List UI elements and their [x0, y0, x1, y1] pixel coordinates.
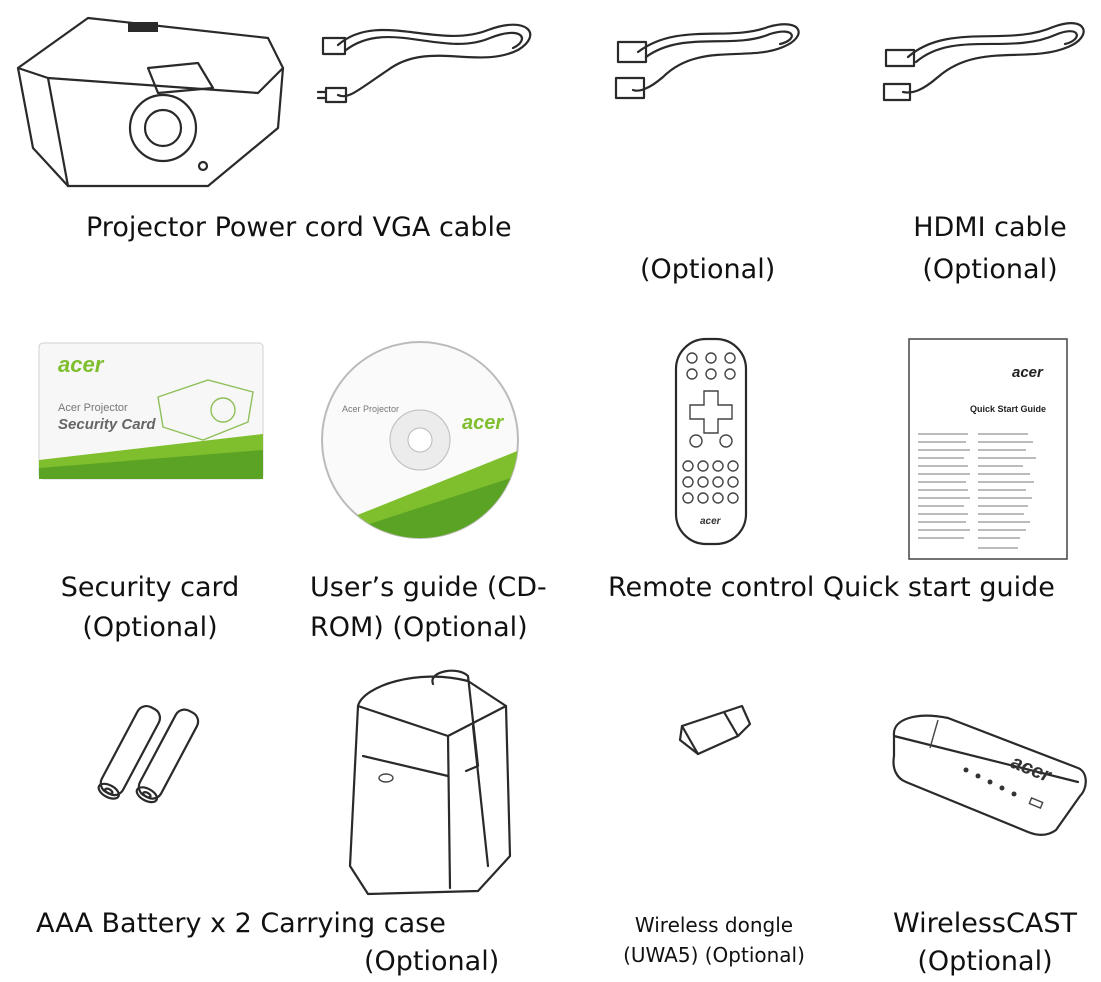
- caption-carrying-case-optional: (Optional): [364, 946, 500, 977]
- caption-wirelesscast: WirelessCAST: [893, 908, 1077, 939]
- wirelesscast-illustration: acer: [888, 708, 1090, 838]
- caption-security-card-optional: (Optional): [82, 612, 218, 643]
- remote-control-illustration: acer: [672, 336, 750, 548]
- card-title-text: Security Card: [58, 416, 156, 433]
- cd-brand-logo: acer: [462, 412, 504, 434]
- caption-users-guide-cdrom: ROM) (Optional): [310, 612, 528, 643]
- cd-label-text: Acer Projector: [342, 404, 400, 414]
- caption-wireless-dongle-model: (UWA5) (Optional): [623, 943, 805, 967]
- caption-vga-optional: (Optional): [640, 254, 776, 285]
- cd-rom-illustration: acer Acer Projector: [320, 340, 520, 540]
- caption-wirelesscast-optional: (Optional): [917, 946, 1053, 977]
- wireless-dongle-illustration: [676, 704, 752, 760]
- carrying-case-illustration: [338, 666, 518, 898]
- caption-security-card: Security card: [60, 572, 240, 603]
- caption-remote-quickstart: Remote control Quick start guide: [608, 572, 1055, 603]
- caption-hdmi-cable: HDMI cable: [913, 212, 1067, 243]
- guide-title-text: Quick Start Guide: [970, 404, 1047, 414]
- caption-users-guide: User’s guide (CD-: [310, 572, 547, 603]
- guide-brand-logo: acer: [1012, 364, 1043, 381]
- security-card-illustration: acer Acer Projector Security Card: [38, 342, 264, 480]
- vga-cable-illustration: [608, 12, 808, 112]
- power-cord-illustration: [316, 10, 548, 120]
- caption-projector-powercord-vga: Projector Power cord VGA cable: [86, 212, 512, 243]
- aaa-batteries-illustration: [88, 700, 218, 810]
- projector-illustration: [8, 8, 290, 193]
- card-sub-text: Acer Projector: [58, 402, 128, 414]
- hdmi-cable-illustration: [878, 12, 1093, 112]
- caption-wireless-dongle: Wireless dongle: [634, 913, 794, 937]
- remote-brand-logo: acer: [700, 516, 721, 527]
- caption-battery-carrying-case: AAA Battery x 2 Carrying case: [36, 908, 446, 939]
- card-brand-logo: acer: [58, 352, 104, 377]
- quick-start-guide-illustration: acer Quick Start Guide: [908, 338, 1068, 560]
- caption-hdmi-optional: (Optional): [922, 254, 1058, 285]
